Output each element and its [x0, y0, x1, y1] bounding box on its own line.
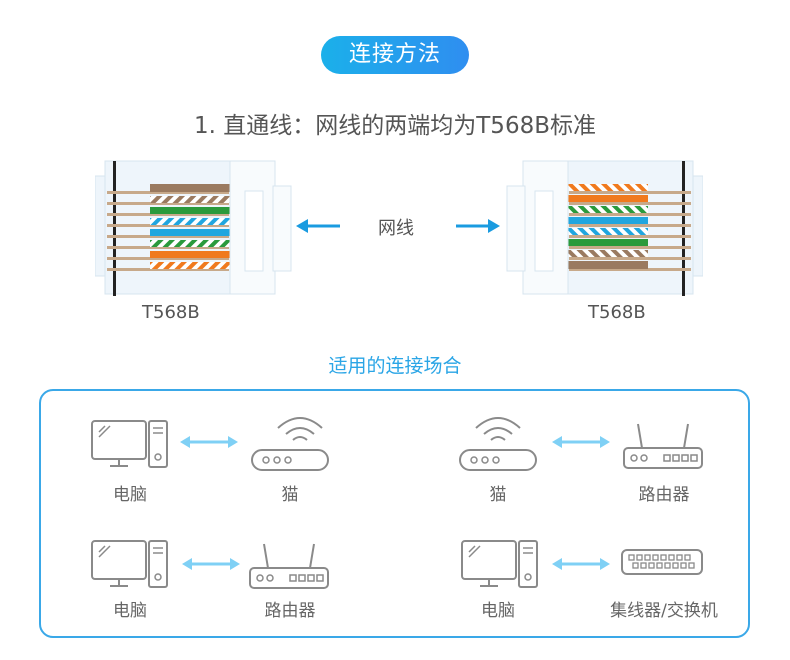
device-label: 电脑	[113, 485, 147, 505]
computer-icon	[461, 540, 538, 588]
device-label: 猫	[489, 485, 507, 505]
device-label: 集线器/交换机	[610, 601, 718, 621]
left-connector-label: T568B	[142, 302, 200, 323]
double-arrow-icon	[180, 436, 238, 448]
rj45-connector-right	[506, 160, 703, 296]
section-badge: 连接方法	[321, 36, 469, 74]
arrow-left-icon	[296, 219, 340, 233]
page-subtitle: 1. 直通线：网线的两端均为T568B标准	[194, 113, 596, 139]
modem-icon	[251, 417, 329, 471]
device-label: 路由器	[264, 601, 316, 621]
right-connector-label: T568B	[588, 302, 646, 323]
router-icon	[623, 423, 703, 469]
scenarios-panel	[39, 389, 750, 638]
double-arrow-icon	[552, 436, 610, 448]
arrow-right-icon	[456, 219, 500, 233]
router-icon	[249, 543, 329, 589]
switch-icon	[621, 549, 703, 575]
section-title: 适用的连接场合	[328, 355, 462, 377]
computer-icon	[91, 420, 168, 468]
modem-icon	[459, 417, 537, 471]
device-label: 猫	[281, 485, 299, 505]
rj45-connector-left	[95, 160, 292, 296]
double-arrow-icon	[182, 558, 240, 570]
device-label: 电脑	[113, 601, 147, 621]
double-arrow-icon	[552, 558, 610, 570]
computer-icon	[91, 540, 168, 588]
device-label: 路由器	[638, 485, 690, 505]
device-label: 电脑	[481, 601, 515, 621]
cable-label: 网线	[378, 218, 414, 239]
